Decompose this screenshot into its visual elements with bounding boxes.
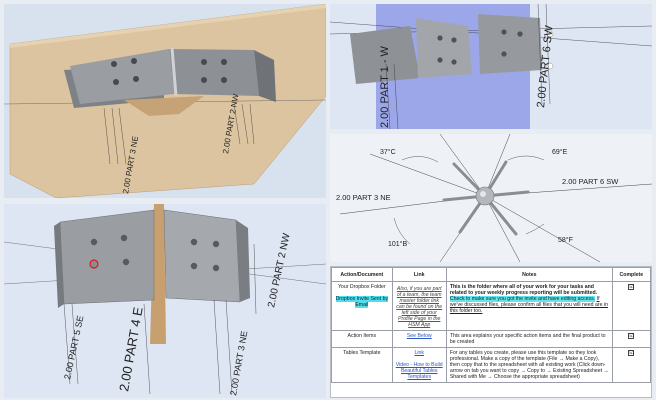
cell-action: Action Items (331, 330, 393, 348)
wood-edge (10, 4, 326, 48)
template-link[interactable]: Link (414, 350, 424, 356)
cell-link: Also, if you are part of a team, the tea… (391, 281, 447, 331)
bracket-left-face (350, 26, 420, 84)
angle-label-37: 37°C (380, 148, 396, 156)
table-header-row: Action/Document Link Notes Complete (331, 267, 651, 282)
bracket-right-face (163, 209, 241, 303)
bracket-right-face (478, 14, 542, 74)
link-note: Also, if you are part of a team, the tea… (396, 286, 443, 328)
cell-action: Tables Template (331, 347, 393, 383)
cell-notes: This area explains your specific action … (445, 330, 613, 348)
wood-post-top (124, 96, 204, 116)
table-row: Action Items See Below This area explain… (331, 330, 651, 348)
bracket-holes (111, 58, 227, 85)
notes-highlight: Check to make sure you got the invite an… (449, 296, 596, 302)
cell-link[interactable]: Link Video - How to Build Beautiful Tabl… (391, 347, 447, 383)
checkbox[interactable]: ☑ (628, 333, 635, 339)
dim-label-part4: 2.00 PART 4 E (116, 306, 146, 393)
document-table-panel[interactable]: Action/Document Link Notes Complete Your… (330, 266, 652, 398)
checkbox[interactable]: ☑ (628, 284, 635, 290)
dimension-lines (63, 243, 257, 395)
bracket-fold (170, 47, 178, 97)
cell-action: Your Dropbox Folder Dropbox Invite Sent … (331, 281, 393, 331)
checkbox[interactable]: ☑ (628, 350, 635, 356)
dim-label-part1: 2.00 PART 1 - W (379, 45, 391, 128)
col-header-notes: Notes (445, 267, 613, 282)
notes-text: This is the folder where all of your wor… (449, 284, 598, 296)
dim-label-part2: 2.00 PART 2 NW (266, 232, 293, 309)
cell-complete[interactable]: ☑ (611, 347, 651, 383)
bracket-holes (437, 29, 523, 65)
notes-tail: If we've discussed files, please confirm… (449, 296, 608, 314)
col-header-action: Action/Document (331, 267, 393, 282)
bracket-left-edge (54, 222, 64, 308)
dimension-lines (385, 4, 551, 129)
col-header-link: Link (391, 267, 447, 282)
cad-view-middle-right: 37°C 69°E 2.00 PART 6 SW 2.00 PART 3 NE … (336, 134, 652, 262)
bracket-right-side (254, 50, 276, 102)
action-label: Your Dropbox Folder (337, 284, 386, 290)
dim-label-part3: 2.00 PART 3 NE (228, 330, 249, 396)
see-below-link[interactable]: See Below (406, 333, 432, 339)
bracket-mid-face (416, 18, 472, 78)
angle-label-58: 58°F (558, 236, 573, 244)
bracket-left-face (59, 209, 155, 305)
col-header-complete: Complete (611, 267, 651, 282)
bracket-right-edge (236, 220, 250, 302)
dim-label-part3: 2.00 PART 3 NE (336, 193, 391, 202)
cell-notes: This is the folder where all of your wor… (445, 281, 613, 331)
cad-view-top-left: 2.00 PART 3 NE 2.00 PART 2 NW (4, 4, 326, 198)
cell-link[interactable]: See Below (391, 330, 447, 348)
action-items-table: Action/Document Link Notes Complete Your… (331, 267, 651, 383)
selected-hole[interactable] (89, 259, 99, 269)
angle-arc-69 (507, 155, 545, 161)
angle-label-69: 69°E (552, 148, 568, 156)
cad-view-top-right: 2.00 PART 1 - W 2.00 PART 6 SW (330, 4, 652, 129)
viewport-bottom-left[interactable]: 2.00 PART 5 SE 2.00 PART 4 E 2.00 PART 2… (4, 204, 326, 398)
table-row: Your Dropbox Folder Dropbox Invite Sent … (331, 281, 651, 331)
bracket-holes (90, 234, 220, 272)
angle-arc-58 (525, 223, 545, 235)
video-link[interactable]: Video - How to Build Beautiful Tables Te… (395, 362, 443, 380)
cell-notes: For any tables you create, please use th… (445, 347, 613, 383)
table-row: Tables Template Link Video - How to Buil… (331, 347, 651, 383)
angle-label-101: 101°B (388, 240, 407, 248)
cell-complete[interactable]: ☑ (611, 330, 651, 348)
angle-arc-37 (401, 156, 439, 163)
hub-highlight (480, 191, 486, 197)
bracket-left-face (70, 49, 174, 104)
dim-label-part6: 2.00 PART 6 SW (562, 177, 619, 186)
viewport-top-right[interactable]: 2.00 PART 1 - W 2.00 PART 6 SW (330, 4, 652, 129)
cell-complete[interactable]: ☑ (611, 281, 651, 331)
viewport-top-left[interactable]: 2.00 PART 3 NE 2.00 PART 2 NW (4, 4, 326, 198)
dimension-lines (103, 103, 255, 165)
bracket-right-face (169, 49, 259, 96)
angle-arc-101 (393, 217, 411, 245)
dropbox-invite-highlight: Dropbox Invite Sent by Email (335, 296, 389, 308)
viewport-middle-right[interactable]: 37°C 69°E 2.00 PART 6 SW 2.00 PART 3 NE … (330, 134, 652, 262)
cad-view-bottom-left: 2.00 PART 5 SE 2.00 PART 4 E 2.00 PART 2… (4, 204, 326, 396)
